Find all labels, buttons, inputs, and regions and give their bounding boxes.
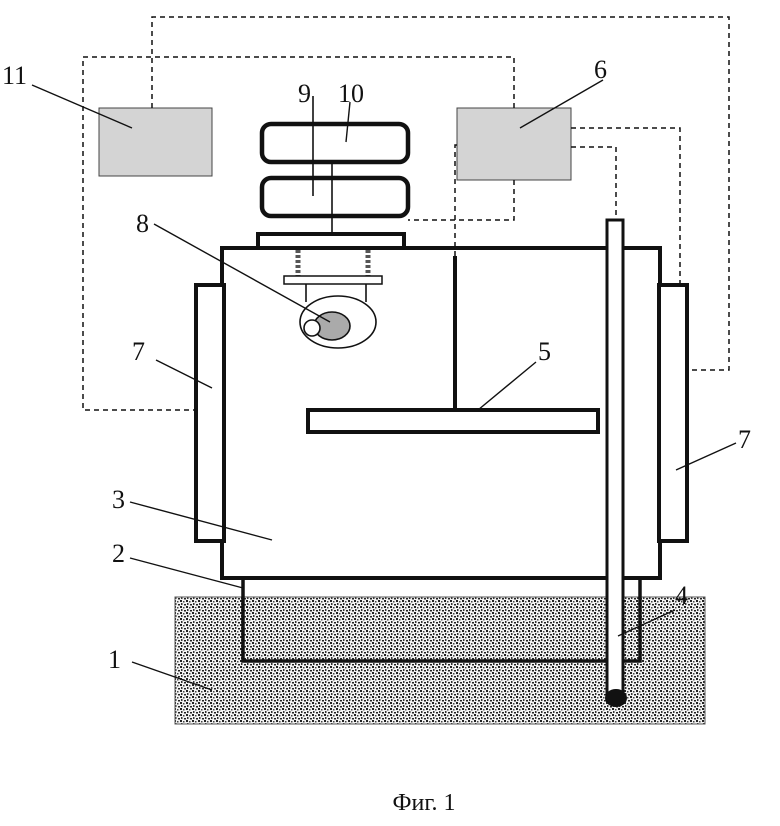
- callout-7-left: 7: [132, 337, 145, 366]
- top-mount-plate: [258, 234, 404, 248]
- leader-11: [32, 85, 132, 128]
- callout-1: 1: [108, 645, 121, 674]
- callout-11: 11: [2, 61, 27, 90]
- callout-5: 5: [538, 337, 551, 366]
- callout-2: 2: [112, 539, 125, 568]
- figure-caption: Фиг. 1: [393, 790, 456, 816]
- callout-3: 3: [112, 485, 125, 514]
- unit-9-block: [262, 178, 408, 216]
- callout-4: 4: [675, 581, 688, 610]
- control-box-11: [99, 108, 212, 176]
- unit-10-block: [262, 124, 408, 162]
- callout-8: 8: [136, 209, 149, 238]
- callout-9: 9: [298, 79, 311, 108]
- probe-tip: [605, 689, 627, 707]
- callout-7-right: 7: [738, 425, 751, 454]
- control-box-6: [457, 108, 571, 180]
- horizontal-plate: [308, 410, 598, 432]
- probe-rod: [607, 220, 623, 698]
- side-heater-right: [659, 285, 687, 541]
- callout-6: 6: [594, 55, 607, 84]
- side-heater-left: [196, 285, 224, 541]
- callout-10: 10: [338, 79, 364, 108]
